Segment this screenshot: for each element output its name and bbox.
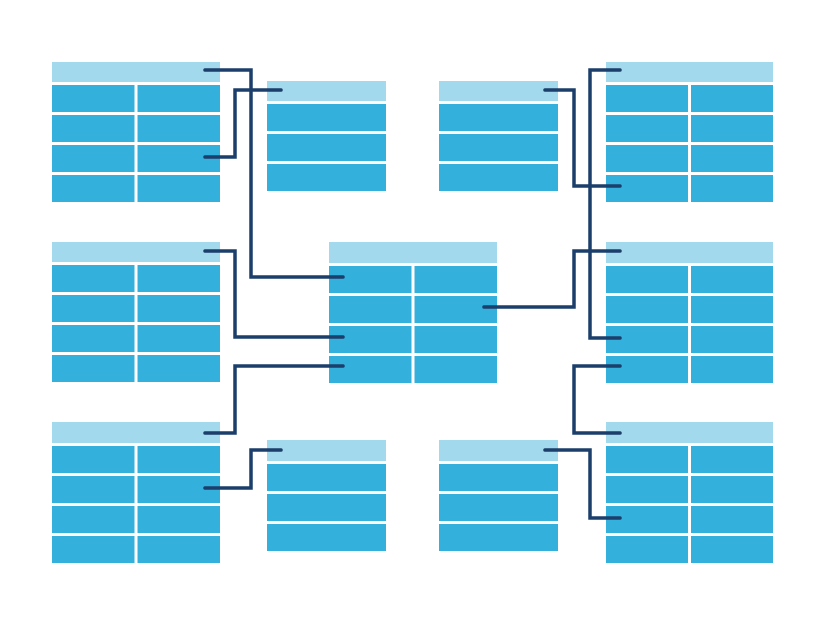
table-cell	[267, 464, 386, 491]
table-cell	[52, 265, 135, 292]
table-cell	[439, 164, 558, 191]
table-header	[329, 242, 497, 263]
table-cell	[439, 524, 558, 551]
table-cell	[52, 115, 135, 142]
table-top-right	[606, 62, 773, 202]
table-header	[267, 81, 386, 101]
table-cell	[691, 145, 773, 172]
table-cell	[137, 325, 220, 352]
table-cell	[137, 355, 220, 382]
table-cell	[691, 506, 773, 533]
connectors-layer	[203, 68, 622, 520]
table-cell	[606, 145, 688, 172]
table-cell	[329, 296, 412, 323]
table-header	[52, 422, 220, 443]
table-cell	[606, 266, 688, 293]
table-cell	[414, 266, 497, 293]
table-cell	[137, 265, 220, 292]
table-cell	[52, 145, 135, 172]
table-cell	[137, 85, 220, 112]
table-top-inner-left	[267, 81, 386, 191]
connector-line	[572, 364, 622, 435]
table-cell	[691, 266, 773, 293]
table-cell	[606, 296, 688, 323]
table-cell	[137, 295, 220, 322]
table-header	[52, 62, 220, 82]
table-cell	[691, 356, 773, 383]
table-cell	[137, 536, 220, 563]
table-cell	[439, 464, 558, 491]
table-cell	[691, 296, 773, 323]
table-top-left	[52, 62, 220, 202]
table-header	[52, 242, 220, 262]
table-header	[606, 62, 773, 82]
table-cell	[439, 134, 558, 161]
table-cell	[52, 536, 135, 563]
table-bottom-inner-left	[267, 440, 386, 551]
table-cell	[691, 85, 773, 112]
table-cell	[137, 115, 220, 142]
table-header	[439, 440, 558, 461]
table-cell	[137, 446, 220, 473]
connector-line	[543, 448, 622, 520]
connector-line	[482, 249, 622, 309]
table-cell	[691, 326, 773, 353]
table-header	[606, 422, 773, 443]
table-cell	[52, 175, 135, 202]
connector-line	[588, 68, 622, 340]
table-cell	[52, 476, 135, 503]
table-mid-left	[52, 242, 220, 382]
table-cell	[691, 536, 773, 563]
table-bottom-right	[606, 422, 773, 563]
table-center	[329, 242, 497, 383]
table-cell	[52, 355, 135, 382]
table-cell	[329, 326, 412, 353]
connector-line	[543, 88, 622, 188]
table-header	[267, 440, 386, 461]
table-cell	[606, 175, 688, 202]
connector-line	[203, 448, 283, 490]
table-mid-right	[606, 242, 773, 383]
table-cell	[267, 494, 386, 521]
table-cell	[137, 506, 220, 533]
table-cell	[606, 536, 688, 563]
table-cell	[52, 446, 135, 473]
table-cell	[439, 494, 558, 521]
table-cell	[267, 134, 386, 161]
table-cell	[691, 115, 773, 142]
table-cell	[267, 104, 386, 131]
connector-line	[203, 68, 345, 279]
table-cell	[606, 446, 688, 473]
table-cell	[606, 115, 688, 142]
table-header	[606, 242, 773, 263]
table-cell	[329, 266, 412, 293]
table-cell	[52, 506, 135, 533]
connector-line	[203, 88, 283, 159]
tables-layer	[52, 62, 773, 563]
table-cell	[414, 356, 497, 383]
table-cell	[137, 175, 220, 202]
table-cell	[691, 446, 773, 473]
table-cell	[691, 476, 773, 503]
table-cell	[414, 326, 497, 353]
table-cell	[329, 356, 412, 383]
connector-line	[203, 364, 345, 435]
table-cell	[414, 296, 497, 323]
table-bottom-inner-right	[439, 440, 558, 551]
table-cell	[52, 325, 135, 352]
table-bottom-left	[52, 422, 220, 563]
table-header	[439, 81, 558, 101]
table-cell	[267, 524, 386, 551]
table-cell	[606, 85, 688, 112]
table-cell	[52, 295, 135, 322]
table-cell	[606, 476, 688, 503]
connector-line	[203, 249, 345, 339]
table-cell	[691, 175, 773, 202]
table-cell	[606, 356, 688, 383]
table-cell	[439, 104, 558, 131]
table-cell	[267, 164, 386, 191]
table-top-inner-right	[439, 81, 558, 191]
table-cell	[52, 85, 135, 112]
